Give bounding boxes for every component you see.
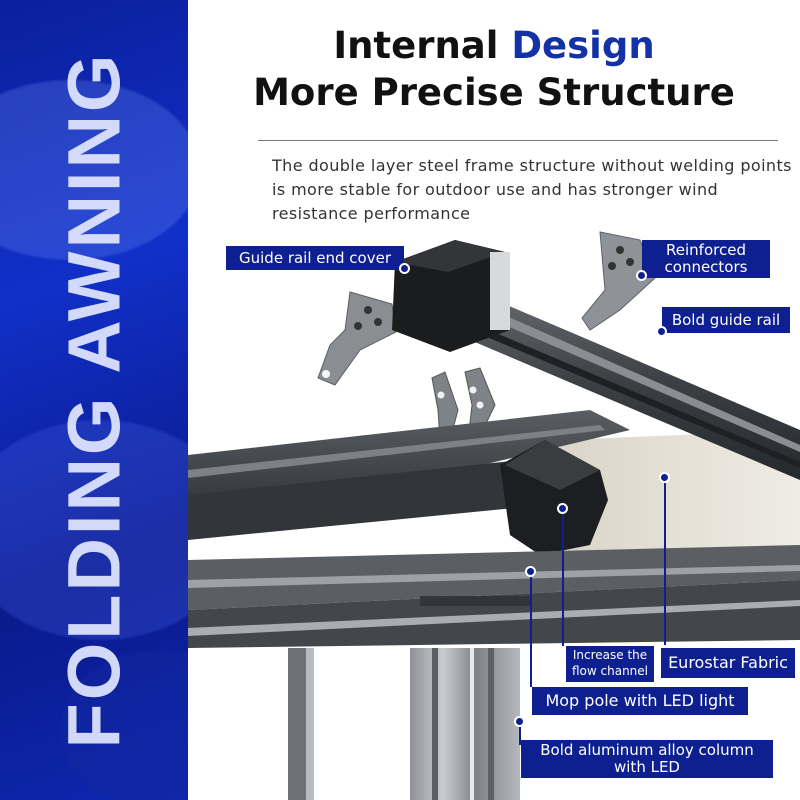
leader-line [519,727,521,745]
callout-guide-rail-end-cover: Guide rail end cover [226,246,404,270]
callout-marker [525,566,536,577]
leader-line [530,577,532,687]
headline-line1: Internal [333,24,512,67]
callout-reinforced-connectors: Reinforced connectors [642,240,770,278]
callout-mop-pole-led: Mop pole with LED light [532,687,748,715]
callout-marker [399,263,410,274]
callout-aluminum-column-led: Bold aluminum alloy column with LED [521,740,773,778]
headline: Internal Design More Precise Structure [188,24,800,118]
callout-bold-guide-rail: Bold guide rail [662,307,790,333]
callout-marker [514,716,525,727]
leader-line [664,483,666,645]
callout-marker [656,326,667,337]
callout-increase-flow-channel: Increase the flow channel [566,646,654,682]
description-text: The double layer steel frame structure w… [272,156,792,223]
side-band: FOLDING AWNING [0,0,188,800]
callout-marker [557,503,568,514]
callout-eurostar-fabric: Eurostar Fabric [661,648,795,678]
callout-marker [659,472,670,483]
leader-line [562,514,564,646]
divider [258,140,778,141]
headline-line2: More Precise Structure [253,71,735,114]
callout-marker [636,270,647,281]
headline-accent: Design [511,24,655,67]
